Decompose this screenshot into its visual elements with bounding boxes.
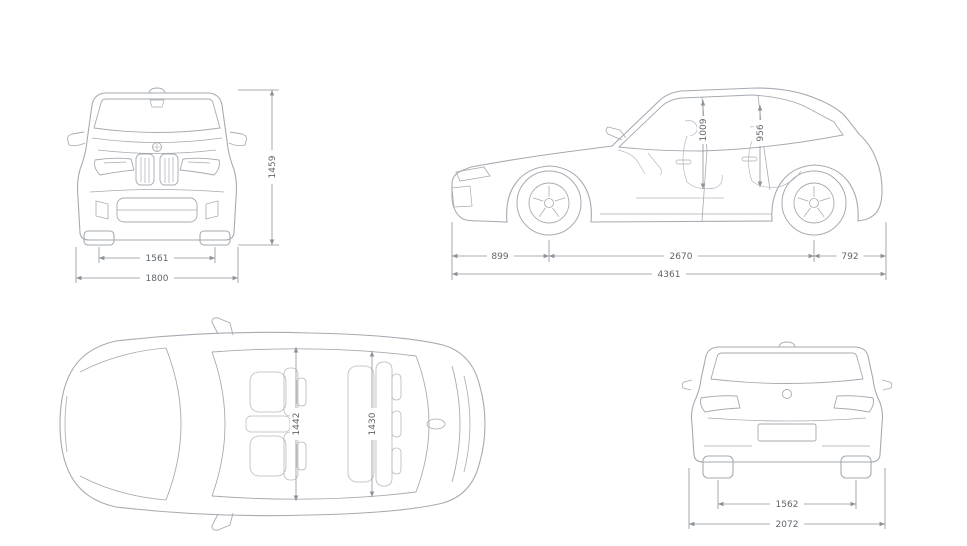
top-dimension-labels: 1442 1430 bbox=[290, 408, 378, 440]
top-windshield-base bbox=[165, 347, 182, 501]
front-grille-right bbox=[159, 153, 179, 186]
side-body-outline bbox=[451, 87, 883, 223]
top-antenna-icon bbox=[426, 418, 446, 430]
side-door-handle-front bbox=[675, 159, 692, 165]
top-roof-edge-left bbox=[211, 348, 417, 357]
side-rear-headroom-label: 956 bbox=[756, 124, 766, 141]
top-front-width-label: 1442 bbox=[292, 413, 302, 436]
side-headlight bbox=[455, 166, 491, 182]
side-door-line-rear bbox=[763, 147, 771, 191]
rear-taillight-right bbox=[833, 395, 874, 413]
side-front-overhang-label: 899 bbox=[491, 252, 508, 262]
side-dimension-labels: 1009 956 899 2670 792 4361 bbox=[487, 116, 864, 280]
top-rear-window-base bbox=[451, 365, 461, 483]
top-mirror-left bbox=[211, 317, 234, 336]
side-view bbox=[451, 87, 883, 236]
side-overall-length-label: 4361 bbox=[658, 270, 681, 280]
top-windshield-top bbox=[211, 351, 226, 497]
front-antenna-icon bbox=[148, 87, 166, 94]
rear-mirror-left bbox=[681, 379, 693, 391]
rear-window bbox=[710, 352, 864, 384]
side-mirror bbox=[605, 126, 627, 141]
front-mirror-left bbox=[67, 131, 86, 147]
rear-body-outline bbox=[690, 346, 884, 463]
front-body-outline bbox=[76, 92, 238, 241]
top-front-seat-left bbox=[249, 371, 287, 413]
front-height-label: 1459 bbox=[268, 155, 278, 178]
rear-width-label: 2072 bbox=[776, 520, 799, 530]
front-view bbox=[67, 87, 247, 246]
side-front-seat bbox=[684, 120, 698, 137]
front-headlight-left bbox=[94, 157, 135, 176]
top-center-console bbox=[245, 415, 291, 433]
top-rear-window-top bbox=[415, 355, 430, 493]
rear-taillight-left bbox=[700, 395, 741, 413]
rear-track-label: 1562 bbox=[776, 500, 799, 510]
rear-bmw-emblem-icon bbox=[782, 389, 792, 399]
top-dimensions bbox=[293, 347, 375, 501]
front-headlight-right bbox=[179, 157, 220, 176]
rear-antenna-icon bbox=[778, 341, 796, 348]
top-rear-width-label: 1430 bbox=[368, 412, 378, 435]
front-grille-left bbox=[135, 153, 155, 186]
front-mirror-right bbox=[228, 131, 247, 147]
front-wheel-left bbox=[83, 230, 115, 246]
top-mirror-right bbox=[211, 512, 234, 531]
front-side-vent-left bbox=[95, 200, 109, 220]
front-dimensions bbox=[75, 89, 279, 283]
rear-wheel-right bbox=[840, 455, 872, 479]
rear-view bbox=[681, 341, 893, 479]
side-front-headroom-label: 1009 bbox=[699, 118, 709, 141]
front-side-vent-right bbox=[205, 200, 219, 220]
top-body-outline bbox=[59, 331, 486, 517]
rear-mirror-right bbox=[881, 379, 893, 391]
front-rearview-mirror bbox=[149, 99, 165, 108]
top-view bbox=[59, 317, 486, 531]
side-front-wheel bbox=[516, 170, 582, 236]
rear-license-plate bbox=[757, 423, 817, 442]
front-width-label: 1800 bbox=[146, 274, 169, 284]
side-door-handle-rear bbox=[741, 156, 758, 162]
front-dimension-labels: 1459 1561 1800 bbox=[140, 150, 278, 284]
front-track-label: 1561 bbox=[146, 254, 169, 264]
side-wheelbase-label: 2670 bbox=[670, 252, 693, 262]
top-front-seat-right bbox=[249, 435, 287, 477]
side-interior bbox=[617, 120, 802, 199]
top-roof-edge-right bbox=[211, 491, 417, 500]
rear-dimension-labels: 1562 2072 bbox=[770, 498, 804, 530]
front-windshield bbox=[93, 98, 221, 133]
side-window-band bbox=[617, 94, 844, 152]
side-rear-overhang-label: 792 bbox=[841, 252, 858, 262]
rear-wheel-left bbox=[702, 455, 734, 479]
front-wheel-right bbox=[199, 230, 231, 246]
